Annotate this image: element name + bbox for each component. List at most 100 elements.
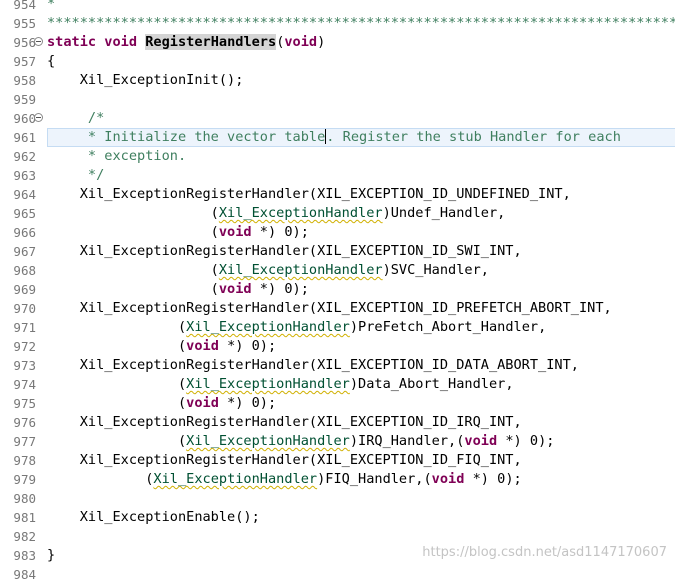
code-line[interactable]: 968 (Xil_ExceptionHandler)SVC_Handler,: [0, 261, 675, 280]
code-line[interactable]: 964 Xil_ExceptionRegisterHandler(XIL_EXC…: [0, 185, 675, 204]
code-token: Xil_ExceptionRegisterHandler(XIL_EXCEPTI…: [47, 452, 522, 468]
line-number: 963: [13, 168, 36, 183]
code-text: * Initialize the vector table. Register …: [47, 128, 621, 147]
fold-collapse-icon[interactable]: [34, 113, 43, 122]
line-number: 964: [13, 187, 36, 202]
comment-token: ****************************************…: [47, 15, 675, 31]
comment-token: * exception.: [47, 148, 187, 164]
code-token: *) 0);: [218, 395, 277, 411]
code-token: Xil_ExceptionRegisterHandler(XIL_EXCEPTI…: [47, 414, 522, 430]
comment-token: . Register the stub Handler for each: [326, 129, 621, 145]
code-line[interactable]: 981 Xil_ExceptionEnable();: [0, 508, 675, 527]
code-token: (: [47, 262, 219, 278]
code-line[interactable]: 977 (Xil_ExceptionHandler)IRQ_Handler,(v…: [0, 432, 675, 451]
line-number: 970: [13, 301, 36, 316]
code-line[interactable]: 972 (void *) 0);: [0, 337, 675, 356]
line-number: 954: [13, 0, 36, 12]
comment-token: * Initialize the vector table: [47, 129, 326, 145]
code-token: )FIQ_Handler,(: [317, 471, 432, 487]
line-number: 974: [13, 377, 36, 392]
code-line[interactable]: 970 Xil_ExceptionRegisterHandler(XIL_EXC…: [0, 299, 675, 318]
code-line[interactable]: 958 Xil_ExceptionInit();: [0, 71, 675, 90]
code-token: (: [47, 433, 187, 449]
code-line[interactable]: 982: [0, 527, 675, 546]
comment-token: /*: [47, 110, 105, 126]
text-cursor: [325, 129, 327, 144]
code-text: ****************************************…: [47, 14, 675, 33]
code-token: Xil_ExceptionRegisterHandler(XIL_EXCEPTI…: [47, 357, 579, 373]
comment-token: *: [47, 0, 56, 12]
line-number: 982: [13, 529, 36, 544]
keyword-token: void: [218, 224, 252, 240]
code-line[interactable]: 959: [0, 90, 675, 109]
code-text: (Xil_ExceptionHandler)Data_Abort_Handler…: [47, 375, 514, 394]
code-text: Xil_ExceptionInit();: [47, 71, 244, 90]
code-text: (Xil_ExceptionHandler)FIQ_Handler,(void …: [47, 470, 522, 489]
code-text: (void *) 0);: [47, 394, 276, 413]
code-text: (void *) 0);: [47, 337, 276, 356]
line-number: 971: [13, 320, 36, 335]
line-number: 966: [13, 225, 36, 240]
code-text: Xil_ExceptionRegisterHandler(XIL_EXCEPTI…: [47, 242, 522, 261]
line-number: 984: [13, 567, 36, 582]
code-line[interactable]: 961 * Initialize the vector table. Regis…: [0, 128, 675, 147]
code-line[interactable]: 965 (Xil_ExceptionHandler)Undef_Handler,: [0, 204, 675, 223]
code-token: *) 0);: [218, 338, 277, 354]
current-line-highlight: [47, 128, 675, 147]
line-number: 975: [13, 396, 36, 411]
code-text: }: [47, 546, 55, 565]
code-text: (Xil_ExceptionHandler)IRQ_Handler,(void …: [47, 432, 555, 451]
code-token: *) 0);: [464, 471, 522, 487]
line-number: 981: [13, 510, 36, 525]
code-line[interactable]: 975 (void *) 0);: [0, 394, 675, 413]
code-line[interactable]: 963 */: [0, 166, 675, 185]
code-line[interactable]: 979 (Xil_ExceptionHandler)FIQ_Handler,(v…: [0, 470, 675, 489]
code-token: (: [47, 205, 219, 221]
type-token: Xil_ExceptionHandler: [218, 262, 383, 278]
code-line[interactable]: 973 Xil_ExceptionRegisterHandler(XIL_EXC…: [0, 356, 675, 375]
code-token: (: [47, 319, 187, 335]
code-line[interactable]: 955 *************************************…: [0, 14, 675, 33]
code-text: (Xil_ExceptionHandler)PreFetch_Abort_Han…: [47, 318, 546, 337]
code-line[interactable]: 971 (Xil_ExceptionHandler)PreFetch_Abort…: [0, 318, 675, 337]
code-text: Xil_ExceptionRegisterHandler(XIL_EXCEPTI…: [47, 413, 522, 432]
line-number: 968: [13, 263, 36, 278]
code-line[interactable]: 967 Xil_ExceptionRegisterHandler(XIL_EXC…: [0, 242, 675, 261]
code-line[interactable]: 978 Xil_ExceptionRegisterHandler(XIL_EXC…: [0, 451, 675, 470]
line-number: 962: [13, 149, 36, 164]
code-line[interactable]: 980: [0, 489, 675, 508]
code-token: {: [47, 53, 56, 69]
code-line[interactable]: 974 (Xil_ExceptionHandler)Data_Abort_Han…: [0, 375, 675, 394]
code-token: )Data_Abort_Handler,: [349, 376, 514, 392]
code-line[interactable]: 984: [0, 565, 675, 584]
code-line[interactable]: 983}: [0, 546, 675, 565]
line-number: 959: [13, 92, 36, 107]
line-number: 965: [13, 206, 36, 221]
line-number: 958: [13, 73, 36, 88]
code-line[interactable]: 957{: [0, 52, 675, 71]
line-number: 956: [13, 35, 36, 50]
code-line[interactable]: 954 *: [0, 0, 675, 14]
code-line[interactable]: 976 Xil_ExceptionRegisterHandler(XIL_EXC…: [0, 413, 675, 432]
code-line[interactable]: 960 /*: [0, 109, 675, 128]
code-token: *) 0);: [251, 281, 309, 297]
code-line[interactable]: 966 (void *) 0);: [0, 223, 675, 242]
code-token: [137, 34, 145, 50]
code-text: * exception.: [47, 147, 186, 166]
line-number: 961: [13, 130, 36, 145]
keyword-token: void: [464, 433, 498, 449]
keyword-token: void: [284, 34, 318, 50]
code-text: */: [47, 166, 104, 185]
watermark: https://blog.csdn.net/asd1147170607: [422, 545, 667, 560]
code-line[interactable]: 962 * exception.: [0, 147, 675, 166]
code-token: ): [317, 34, 326, 50]
fold-collapse-icon[interactable]: [34, 37, 43, 46]
line-number: 978: [13, 453, 36, 468]
code-text: (void *) 0);: [47, 223, 309, 242]
code-text: (Xil_ExceptionHandler)Undef_Handler,: [47, 204, 506, 223]
line-number: 955: [13, 16, 36, 31]
code-line[interactable]: 969 (void *) 0);: [0, 280, 675, 299]
line-number: 969: [13, 282, 36, 297]
